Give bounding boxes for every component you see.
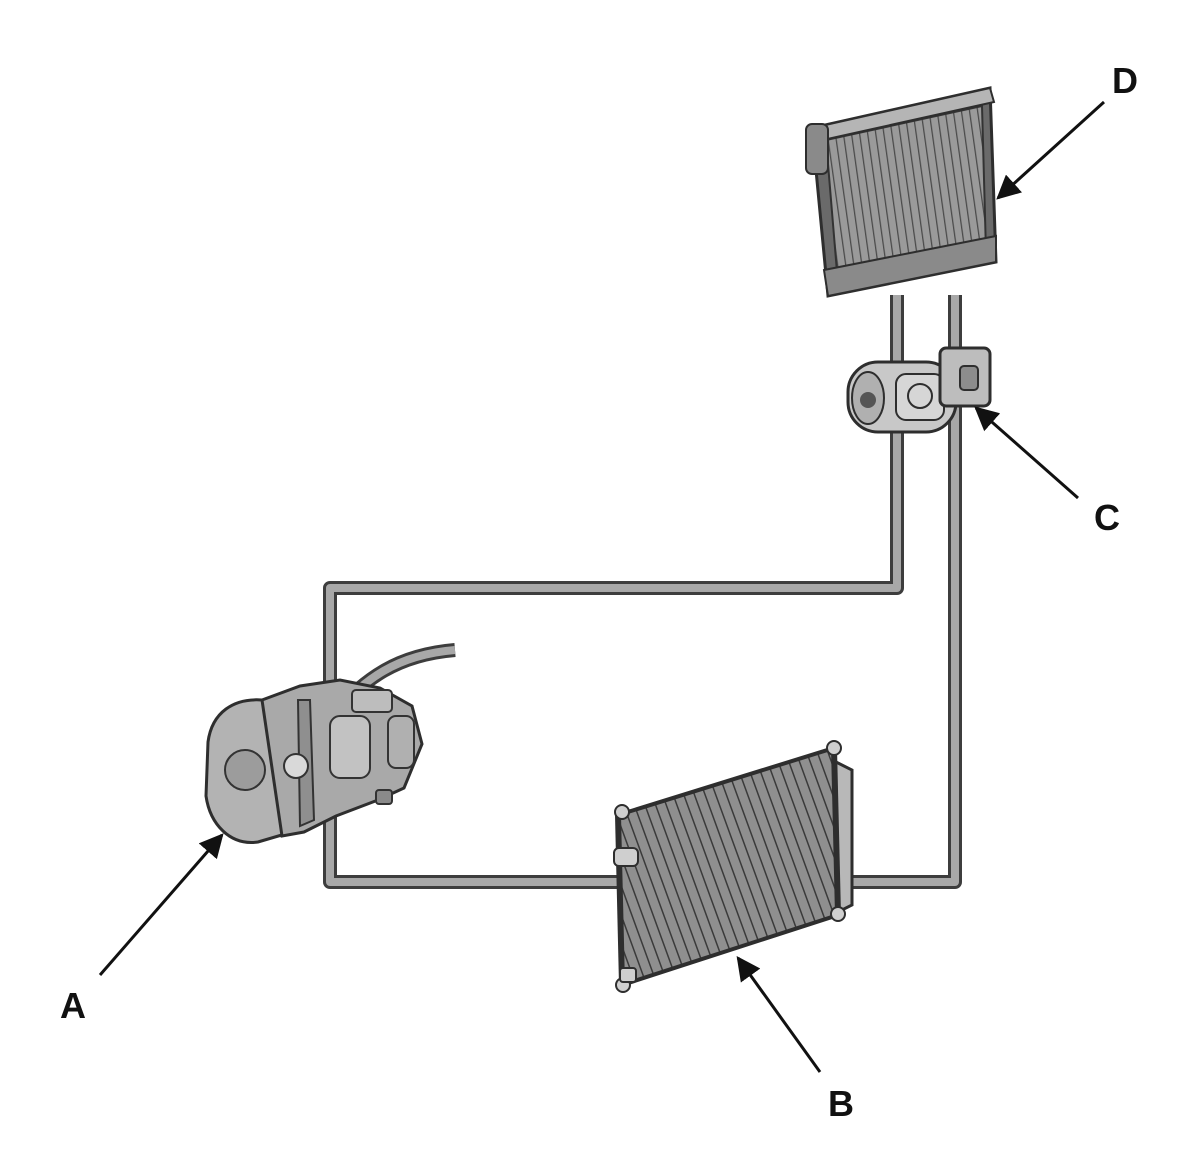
callout-arrows — [98, 100, 1106, 1073]
expansion-valve — [846, 346, 992, 434]
callout-label-c: C — [1094, 497, 1120, 538]
evaporator — [805, 86, 998, 298]
suction-line — [323, 295, 904, 690]
callout-a-arrow — [98, 833, 224, 976]
callout-label-a: A — [60, 985, 86, 1026]
callout-c-arrow — [974, 406, 1079, 500]
compressor — [204, 678, 424, 844]
callout-label-b: B — [828, 1083, 854, 1124]
callout-d-arrow — [996, 100, 1106, 200]
refrigerant-lines — [323, 295, 962, 889]
callout-b-arrow — [736, 956, 822, 1073]
callout-label-d: D — [1112, 60, 1138, 101]
condenser — [613, 740, 854, 993]
discharge-line — [323, 800, 625, 889]
